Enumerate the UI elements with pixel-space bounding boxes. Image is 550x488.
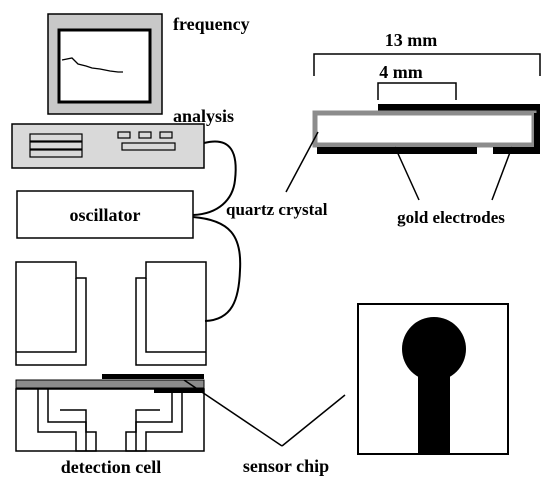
monitor xyxy=(47,13,163,115)
label-gold-electrodes: gold electrodes xyxy=(397,208,505,227)
crystal-bottom-electrode-right xyxy=(493,147,540,154)
oscillator-box xyxy=(16,190,194,239)
analyzer-button-1 xyxy=(117,131,131,139)
cell-left-channel xyxy=(37,389,97,452)
analysis-unit xyxy=(11,123,205,169)
leader-quartz-crystal xyxy=(285,131,319,193)
label-sensor-chip: sensor chip xyxy=(243,456,329,476)
cell-electrode-bottom xyxy=(154,389,204,393)
analyzer-slot-3 xyxy=(29,149,83,158)
label-oscillator: oscillator xyxy=(70,205,141,225)
crystal-quartz-body xyxy=(312,110,537,148)
dim-4mm-bracket xyxy=(377,82,457,100)
leader-sensor-chip-cell xyxy=(183,379,283,447)
cell-quartz-layer xyxy=(15,379,205,389)
cell-right-channel xyxy=(125,389,183,452)
crystal-side-electrode xyxy=(534,113,540,147)
cell-left-chamber xyxy=(15,261,87,366)
monitor-screen xyxy=(57,28,152,104)
cell-left-channel-inner xyxy=(47,389,87,451)
analyzer-button-2 xyxy=(138,131,152,139)
wire-oscillator-cell xyxy=(192,216,242,322)
leader-sensor-chip-pattern xyxy=(281,394,346,447)
leader-gold-electrode-right xyxy=(491,146,513,201)
cell-base xyxy=(15,388,205,452)
label-detection-cell: detection cell xyxy=(61,457,161,477)
analyzer-slot-1 xyxy=(29,133,83,142)
cell-left-chamber-inner xyxy=(16,278,77,353)
cell-right-chamber-inner xyxy=(145,278,206,353)
label-13mm: 13 mm xyxy=(385,30,438,50)
crystal-top-electrode xyxy=(378,104,540,113)
analyzer-display xyxy=(121,142,176,151)
label-4mm: 4 mm xyxy=(379,62,423,82)
cell-right-channel-inner xyxy=(135,389,173,451)
label-analysis: analysis xyxy=(173,106,234,126)
frequency-trace xyxy=(61,57,123,73)
detection-cell xyxy=(15,261,207,452)
label-quartz-crystal: quartz crystal xyxy=(226,200,328,219)
dim-13mm-bracket xyxy=(313,53,541,76)
wire-analysis-oscillator xyxy=(192,140,237,216)
leader-gold-electrode-left xyxy=(394,146,420,201)
crystal-cross-section xyxy=(312,53,541,154)
cell-electrode-top xyxy=(102,374,204,379)
analyzer-slot-2 xyxy=(29,141,83,150)
sensor-chip-electrode-lead xyxy=(418,375,450,454)
analyzer-button-3 xyxy=(159,131,173,139)
sensor-chip-top-view xyxy=(357,303,509,455)
label-frequency: frequency xyxy=(173,14,250,34)
sensor-chip-electrode-pad xyxy=(402,317,466,381)
